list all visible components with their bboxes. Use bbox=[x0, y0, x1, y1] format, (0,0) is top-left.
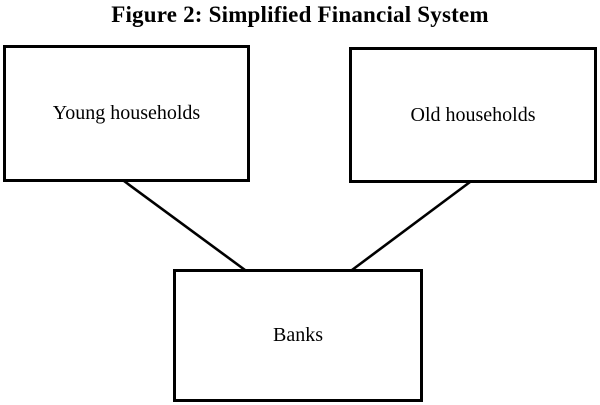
node-old-households-label: Old households bbox=[410, 103, 536, 126]
edge-old-to-banks bbox=[351, 180, 471, 272]
node-banks-label: Banks bbox=[273, 324, 323, 346]
node-old-households: Old households bbox=[349, 47, 597, 183]
node-young-households-label: Young households bbox=[52, 102, 201, 124]
node-banks: Banks bbox=[173, 269, 423, 402]
figure-title: Figure 2: Simplified Financial System bbox=[111, 2, 489, 27]
node-young-households: Young households bbox=[3, 45, 250, 182]
edge-young-to-banks bbox=[123, 179, 246, 272]
